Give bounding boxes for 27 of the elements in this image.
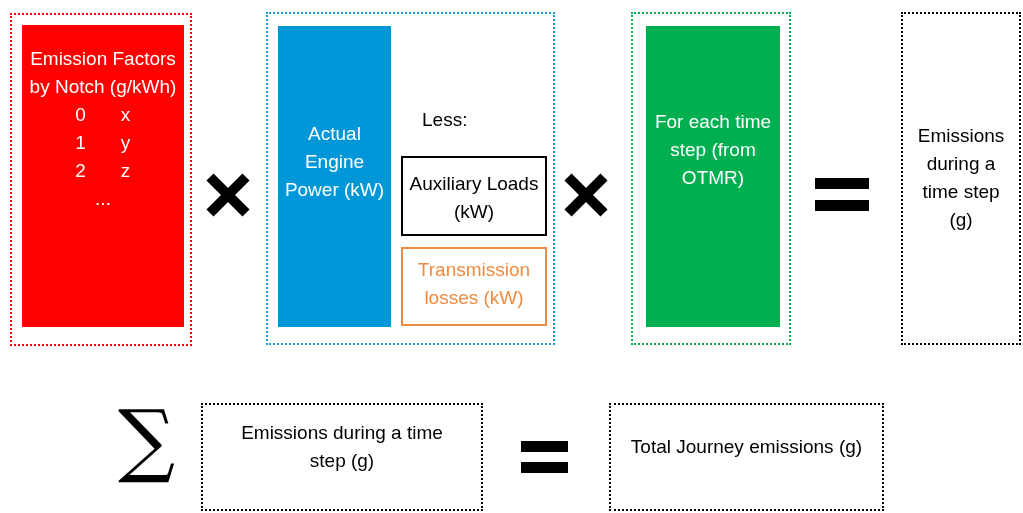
filled-box	[278, 26, 391, 327]
dotted-frame	[631, 12, 791, 345]
table-value: ...	[94, 187, 112, 211]
dotted-frame	[10, 13, 192, 346]
table-value: 1	[74, 131, 87, 155]
box-text: Total Journey emissions (g)	[629, 435, 864, 459]
box-text: For each time step (from OTMR)	[653, 110, 773, 190]
dotted-frame	[266, 12, 555, 345]
outlined-box	[401, 247, 547, 326]
box-text: Emissions during a time step (g)	[916, 124, 1006, 232]
table-value: y	[119, 131, 132, 155]
filled-box	[646, 26, 780, 327]
table-value: 0	[74, 103, 87, 127]
box-text: Emission Factors by Notch (g/kWh)	[28, 47, 178, 99]
table-value: z	[119, 159, 132, 183]
filled-box	[22, 25, 184, 327]
table-value: x	[119, 103, 132, 127]
outlined-box	[401, 156, 547, 236]
box-text: Emissions during a time step (g)	[240, 421, 444, 473]
dotted-frame	[201, 403, 483, 511]
box-text: Actual Engine Power (kW)	[283, 122, 386, 202]
dotted-frame	[901, 12, 1021, 345]
table-value: 2	[74, 159, 87, 183]
box-text: Transmission losses (kW)	[416, 258, 532, 310]
box-text: Auxiliary Loads (kW)	[408, 172, 540, 224]
note-text: Less:	[422, 110, 468, 129]
dotted-frame	[609, 403, 884, 511]
